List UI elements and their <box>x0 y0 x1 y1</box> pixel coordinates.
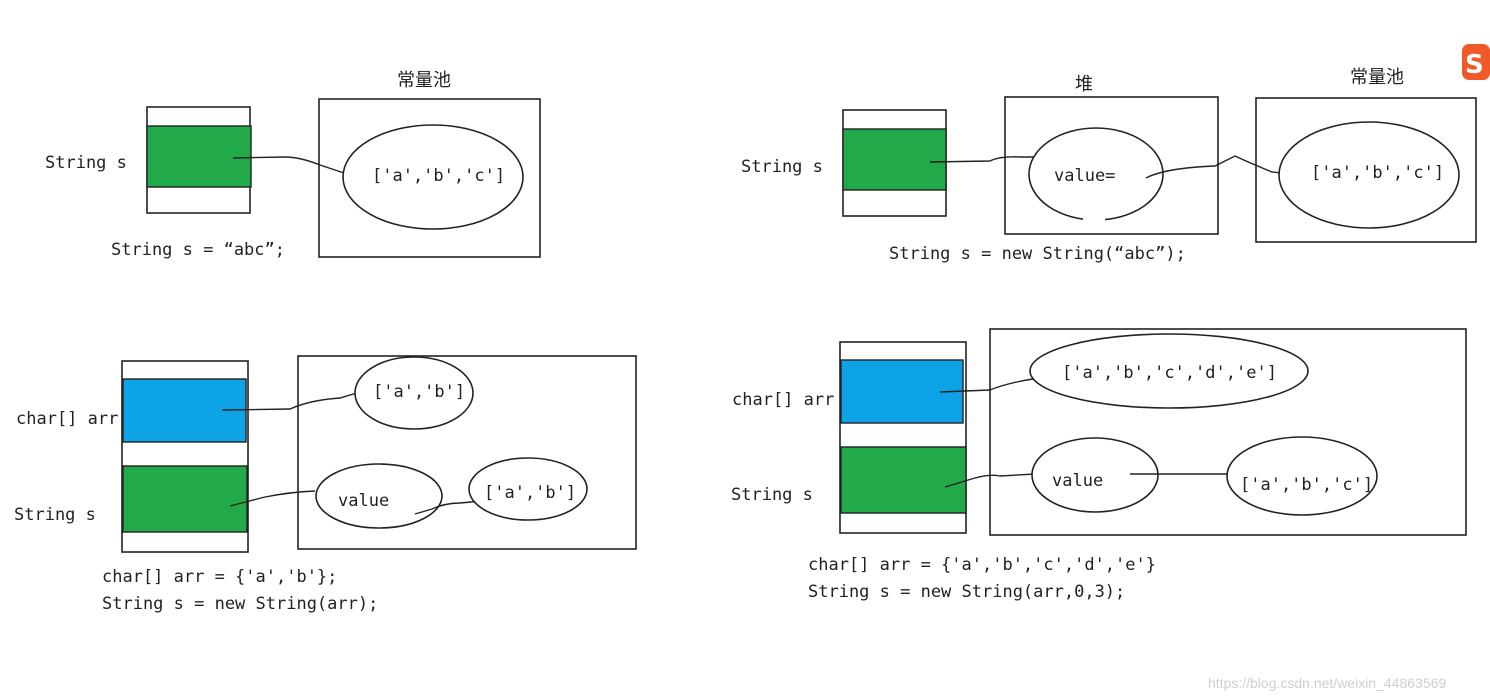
value-to-copy-arrow <box>414 500 483 515</box>
char-array-literal-oval <box>1278 121 1460 229</box>
literal-abc: ['a','b','c'] <box>1311 163 1444 183</box>
s-reference-arrow <box>229 490 316 507</box>
arr-array-oval <box>1029 333 1309 409</box>
string-s-reference-cell <box>842 128 947 191</box>
logo-letter: S <box>1465 50 1484 80</box>
panel-new-string-from-array: char[] arr String s ['a','b'] value ['a'… <box>14 355 637 614</box>
s-reference-arrow <box>944 473 1036 488</box>
copied-array-oval <box>1226 436 1378 516</box>
heap-box <box>989 328 1467 536</box>
string-s-reference-cell <box>122 465 248 533</box>
stack-frame <box>121 360 249 553</box>
char-array-literal-oval <box>342 124 524 230</box>
value-field-label: value= <box>1054 166 1115 186</box>
copy-literal: ['a','b'] <box>484 483 576 503</box>
arr-array-oval <box>354 356 474 430</box>
string-s-reference-cell <box>840 446 967 514</box>
sogou-logo-icon: S <box>1462 44 1490 80</box>
heap-label: 堆 <box>1075 74 1093 95</box>
var-label-string-s: String s <box>741 157 823 177</box>
string-object-oval <box>315 463 443 529</box>
heap-box <box>297 355 637 550</box>
var-label-string-s: String s <box>45 153 127 173</box>
copied-array-oval <box>468 457 588 521</box>
value-to-pool-arrow <box>1145 155 1309 179</box>
heap-box <box>1004 96 1219 235</box>
var-label-char-arr: char[] arr <box>16 409 118 429</box>
var-label-string-s: String s <box>731 485 813 505</box>
watermark: https://blog.csdn.net/weixin_44863569 <box>1208 675 1446 691</box>
literal-abc: ['a','b','c'] <box>372 166 505 186</box>
var-label-char-arr: char[] arr <box>732 390 834 410</box>
oval-gap <box>1083 213 1105 225</box>
string-object-oval <box>1031 437 1159 513</box>
reference-arrow <box>929 156 1050 163</box>
stack-frame <box>839 341 967 534</box>
code-line-1: char[] arr = {'a','b'}; <box>102 567 337 587</box>
reference-arrow <box>232 156 351 176</box>
arr-literal: ['a','b','c','d','e'] <box>1062 363 1277 383</box>
string-s-reference-cell <box>146 125 252 188</box>
constant-pool-label: 常量池 <box>1350 67 1404 88</box>
constant-pool-box <box>318 98 541 258</box>
copy-literal: ['a','b','c'] <box>1240 475 1373 495</box>
constant-pool-label: 常量池 <box>397 70 451 91</box>
panel-string-literal: String s 常量池 ['a','b','c'] String s = “a… <box>45 70 541 260</box>
arr-literal: ['a','b'] <box>373 382 465 402</box>
code-line-2: String s = new String(arr,0,3); <box>808 582 1125 602</box>
value-field-label: value <box>338 491 389 511</box>
var-label-string-s: String s <box>14 505 96 525</box>
code-string-literal: String s = “abc”; <box>111 240 285 260</box>
arr-reference-arrow <box>221 391 361 411</box>
constant-pool-box <box>1255 97 1477 243</box>
code-new-string-literal: String s = new String(“abc”); <box>889 244 1186 264</box>
panel-new-string-literal: String s 堆 value= 常量池 ['a','b','c'] Stri… <box>741 67 1477 264</box>
panel-new-string-from-array-range: char[] arr String s ['a','b','c','d','e'… <box>731 328 1467 602</box>
code-line-2: String s = new String(arr); <box>102 594 378 614</box>
value-field-label: value <box>1052 471 1103 491</box>
code-line-1: char[] arr = {'a','b','c','d','e'} <box>808 555 1156 575</box>
